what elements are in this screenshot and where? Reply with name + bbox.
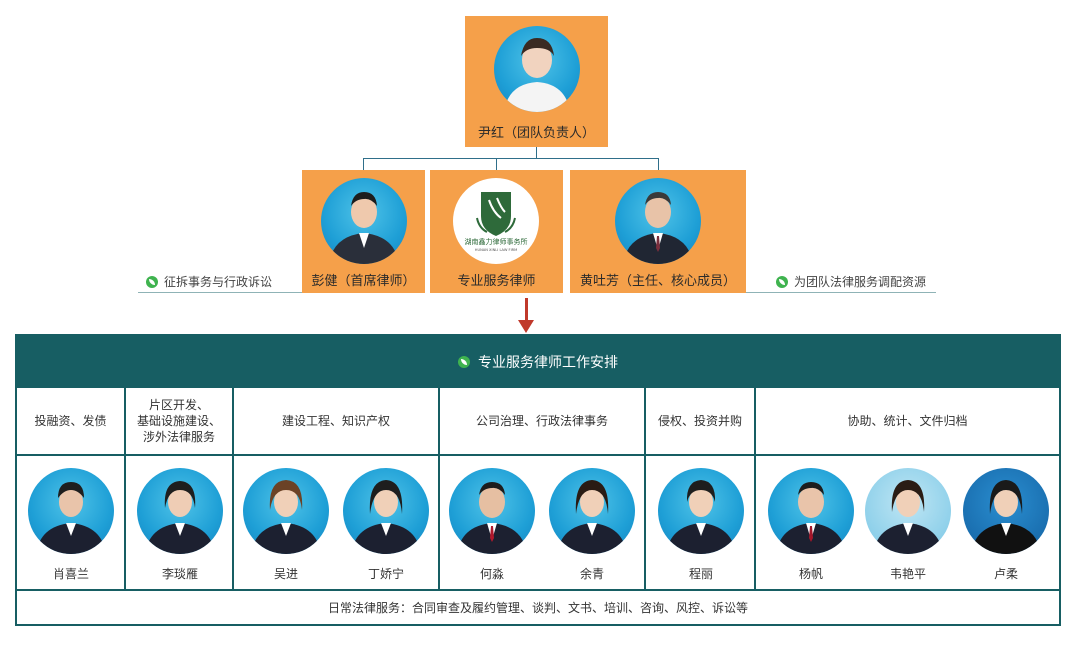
person-silhouette-icon <box>145 481 215 554</box>
tree-connector-bar <box>363 158 659 170</box>
person-silhouette-icon <box>666 480 736 554</box>
member-card: 杨帆 <box>759 458 863 589</box>
down-arrow-icon <box>518 320 534 333</box>
column-area-development: 片区开发、基础设施建设、涉外法律服务 李琰雁 <box>126 388 234 589</box>
person-silhouette-icon <box>971 480 1041 554</box>
leader-avatar <box>494 26 580 112</box>
member-avatar <box>28 468 114 554</box>
member-box-huang: 黄吐芳（主任、核心成员） <box>570 170 746 293</box>
member-avatar <box>449 468 535 554</box>
person-silhouette-icon <box>557 480 627 554</box>
huang-name: 黄吐芳（主任、核心成员） <box>579 274 736 289</box>
member-avatar <box>963 468 1049 554</box>
side-note-left: 征拆事务与行政诉讼 <box>146 273 272 290</box>
member-card: 李琰雁 <box>128 458 232 589</box>
leaf-icon <box>458 356 470 368</box>
panel-title: 专业服务律师工作安排 <box>478 355 618 371</box>
member-name: 丁娇宁 <box>367 567 404 581</box>
member-card: 丁娇宁 <box>334 458 438 589</box>
member-name: 李琰雁 <box>161 567 198 581</box>
member-avatar <box>549 468 635 554</box>
tree-connector-vertical <box>536 147 537 158</box>
column-heading: 侵权、投资并购 <box>646 388 754 456</box>
column-construction-ip: 建设工程、知识产权 吴进 丁娇宁 <box>234 388 440 589</box>
person-silhouette-icon <box>623 192 693 264</box>
member-name: 韦艳平 <box>889 567 926 581</box>
side-note-left-line <box>138 292 302 293</box>
tree-connector-center <box>496 158 497 170</box>
column-heading: 片区开发、基础设施建设、涉外法律服务 <box>126 388 232 456</box>
member-name: 余青 <box>579 567 604 581</box>
person-silhouette-icon <box>351 480 421 554</box>
member-name: 杨帆 <box>798 567 823 581</box>
column-heading: 公司治理、行政法律事务 <box>440 388 644 456</box>
member-box-peng: 彭健（首席律师） <box>302 170 425 293</box>
member-card: 肖喜兰 <box>19 458 123 589</box>
person-silhouette-icon <box>504 38 570 112</box>
member-avatar <box>343 468 429 554</box>
member-name: 肖喜兰 <box>52 567 89 581</box>
member-name: 吴进 <box>273 567 298 581</box>
member-card: 程丽 <box>649 458 753 589</box>
person-silhouette-icon <box>776 482 846 554</box>
panel-header: 专业服务律师工作安排 <box>17 336 1059 388</box>
person-silhouette-icon <box>873 480 943 554</box>
column-heading: 投融资、发债 <box>17 388 124 456</box>
leaf-icon <box>146 275 158 288</box>
peng-avatar <box>321 178 407 264</box>
member-card: 韦艳平 <box>856 458 960 589</box>
column-heading: 协助、统计、文件归档 <box>756 388 1059 456</box>
member-card: 余青 <box>540 458 644 589</box>
member-card: 何淼 <box>440 458 544 589</box>
huang-avatar <box>615 178 701 264</box>
member-avatar <box>137 468 223 554</box>
firm-logo-box: 湖南鑫力律师事务所 HUNAN XINLI LAW FIRM 专业服务律师 <box>430 170 563 293</box>
person-silhouette-icon <box>251 480 321 554</box>
footer-text: 日常法律服务：合同审查及履约管理、谈判、文书、培训、咨询、风控、诉讼等 <box>327 601 748 615</box>
down-arrow-shaft <box>525 298 528 322</box>
side-note-right: 为团队法律服务调配资源 <box>776 273 926 290</box>
svg-text:湖南鑫力律师事务所: 湖南鑫力律师事务所 <box>465 237 528 246</box>
side-note-right-line <box>746 292 936 293</box>
column-corporate-admin: 公司治理、行政法律事务 何淼 余青 <box>440 388 646 589</box>
column-heading: 建设工程、知识产权 <box>234 388 438 456</box>
svg-text:HUNAN XINLI LAW FIRM: HUNAN XINLI LAW FIRM <box>475 248 518 252</box>
leader-name: 尹红（团队负责人） <box>477 126 595 141</box>
firm-label: 专业服务律师 <box>457 274 536 289</box>
member-avatar <box>243 468 329 554</box>
member-name: 卢柔 <box>993 567 1018 581</box>
side-note-left-text: 征拆事务与行政诉讼 <box>164 275 273 289</box>
work-arrangement-panel: 专业服务律师工作安排 投融资、发债 肖喜兰 片区开发、基础设施建设、涉外法律服务… <box>15 334 1061 626</box>
leader-box: 尹红（团队负责人） <box>465 16 608 147</box>
column-financing: 投融资、发债 肖喜兰 <box>17 388 126 589</box>
member-card: 吴进 <box>234 458 338 589</box>
member-avatar <box>658 468 744 554</box>
person-silhouette-icon <box>329 192 399 264</box>
side-note-right-text: 为团队法律服务调配资源 <box>794 275 927 289</box>
member-name: 何淼 <box>479 567 504 581</box>
peng-name: 彭健（首席律师） <box>311 274 416 289</box>
person-silhouette-icon <box>36 482 106 554</box>
member-avatar <box>768 468 854 554</box>
leaf-icon <box>776 275 788 288</box>
person-silhouette-icon <box>457 482 527 554</box>
member-name: 程丽 <box>688 567 713 581</box>
member-avatar <box>865 468 951 554</box>
column-tort-ma: 侵权、投资并购 程丽 <box>646 388 756 589</box>
column-assist-archive: 协助、统计、文件归档 杨帆 韦艳平 卢柔 <box>756 388 1059 589</box>
daily-services-footer: 日常法律服务：合同审查及履约管理、谈判、文书、培训、咨询、风控、诉讼等 <box>17 589 1059 624</box>
law-firm-logo-icon: 湖南鑫力律师事务所 HUNAN XINLI LAW FIRM <box>465 192 528 252</box>
firm-logo: 湖南鑫力律师事务所 HUNAN XINLI LAW FIRM <box>453 178 539 264</box>
member-card: 卢柔 <box>954 458 1058 589</box>
